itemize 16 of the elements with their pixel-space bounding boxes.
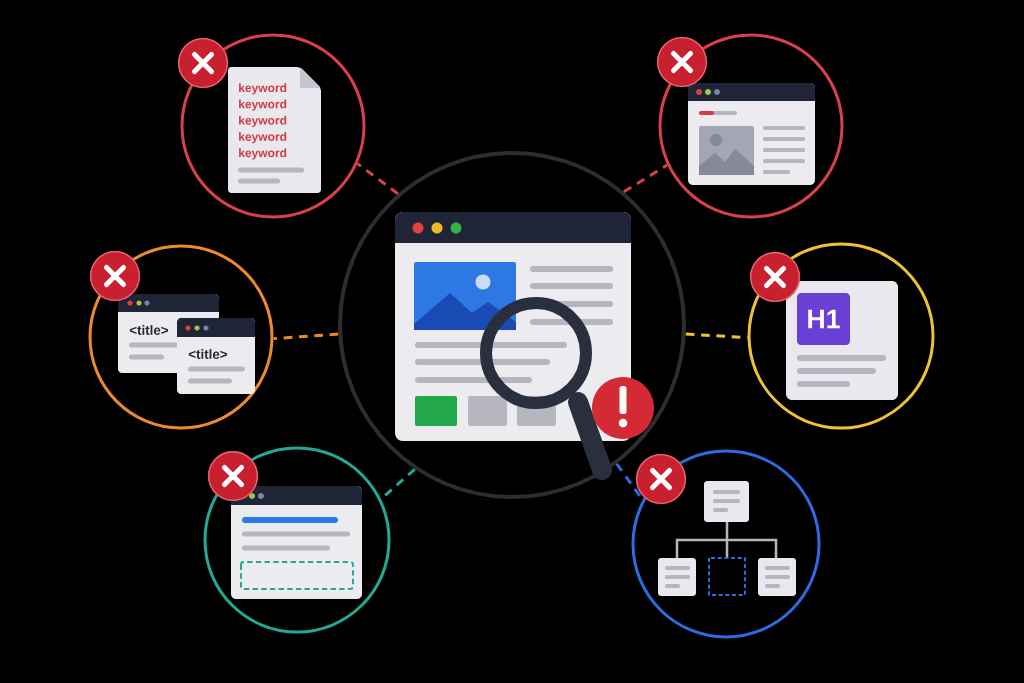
document: H1 (786, 281, 898, 400)
dashed-connector (623, 163, 668, 193)
sitemap-tree (658, 481, 796, 596)
dashed-connector (273, 332, 339, 341)
ring (631, 449, 821, 639)
browser-window (688, 83, 815, 185)
ring (203, 446, 391, 634)
dashed-connector (356, 162, 399, 195)
document: keyword keyword keyword keyword keyword (228, 67, 321, 193)
ring (658, 33, 844, 219)
ring (180, 33, 366, 219)
browser-window (231, 486, 362, 599)
ring (88, 244, 274, 430)
ring (747, 242, 935, 430)
dashed-connector (685, 332, 748, 340)
browser-window: <title> (177, 318, 255, 394)
